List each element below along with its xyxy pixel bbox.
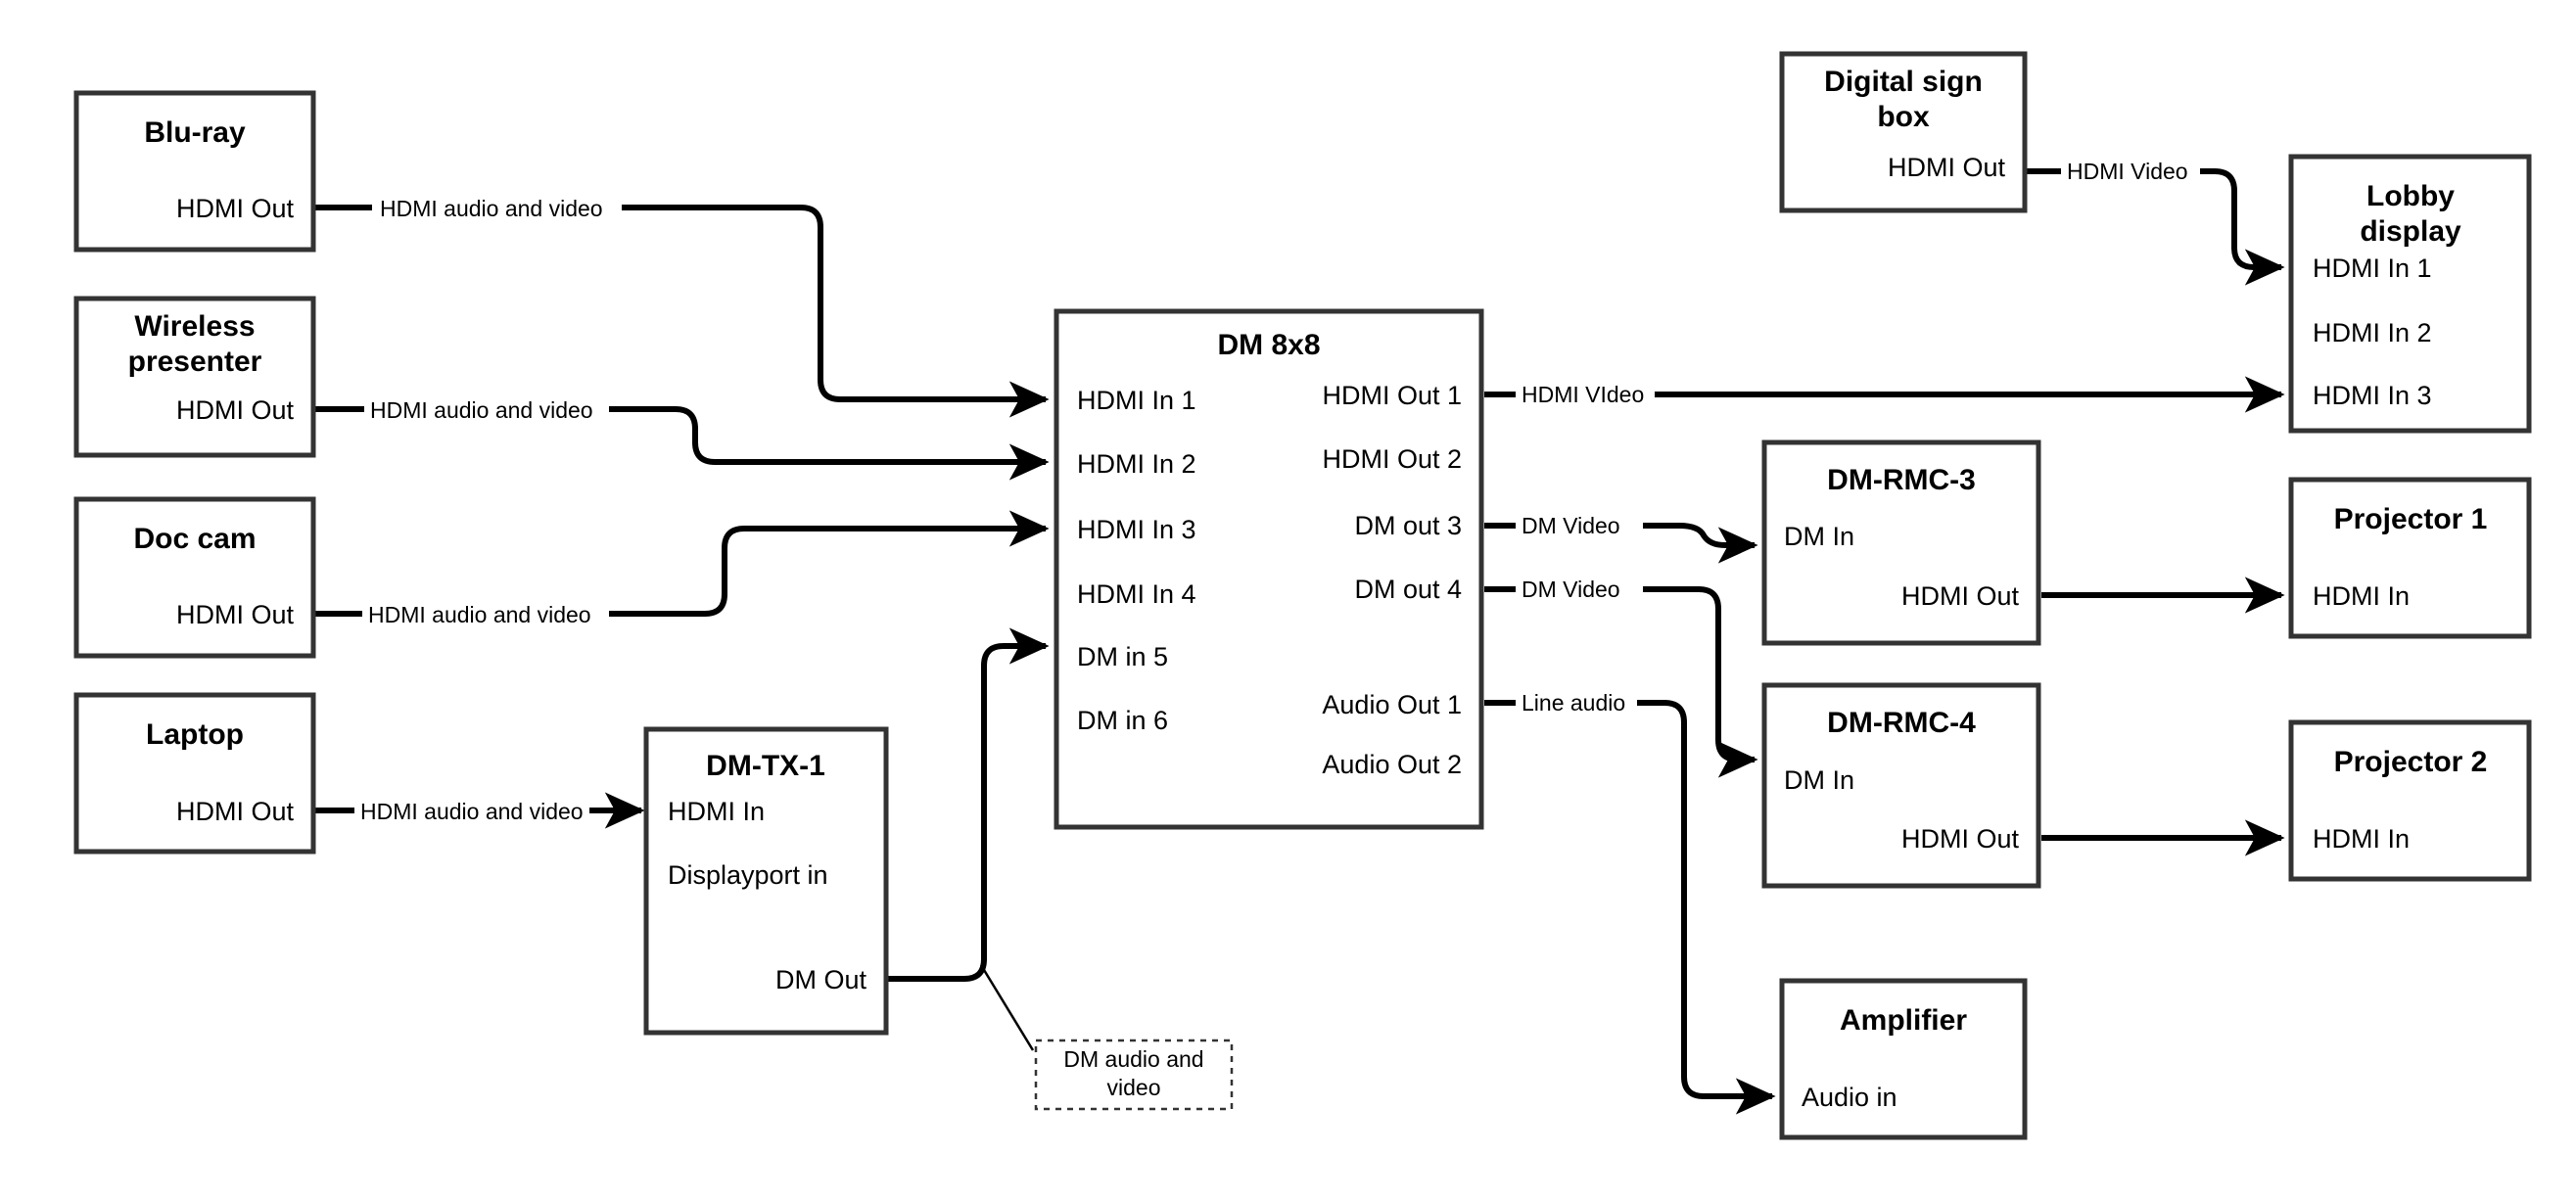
node-dm-8x8-output-hdmi-out-1: HDMI Out 1 xyxy=(1322,381,1462,410)
node-wireless-presenter-box xyxy=(73,296,316,458)
node-dm-rmc-3-port-dm-in: DM In xyxy=(1784,522,1854,551)
node-dm-rmc-4-port-hdmi-out: HDMI Out xyxy=(1901,824,2020,854)
node-dm-tx-1-box xyxy=(643,726,889,1036)
node-lobby-display-input-hdmi-in-1: HDMI In 1 xyxy=(2313,254,2432,283)
node-dm-rmc-4-title: DM-RMC-4 xyxy=(1827,707,1976,739)
node-projector-2-port-hdmi-in: HDMI In xyxy=(2313,824,2410,854)
node-lobby-display-title-line1: Lobby xyxy=(2366,180,2455,212)
wire-doccam-to-dm-hdmi-in-3 xyxy=(315,529,1046,617)
node-amplifier-port-audio-in: Audio in xyxy=(1802,1083,1897,1112)
node-lobby-display[interactable]: Lobby display HDMI In 1 HDMI In 2 HDMI I… xyxy=(2288,154,2532,434)
node-laptop-port-hdmi-out: HDMI Out xyxy=(176,797,295,826)
node-laptop-box xyxy=(73,692,316,855)
node-digital-sign-box-port-hdmi-out: HDMI Out xyxy=(1888,153,2006,182)
node-laptop[interactable]: Laptop HDMI Out xyxy=(73,692,316,855)
node-projector-1-port-hdmi-in: HDMI In xyxy=(2313,581,2410,611)
node-dm-8x8-output-hdmi-out-2: HDMI Out 2 xyxy=(1322,444,1462,474)
node-dm-rmc-4-box xyxy=(1761,682,2041,889)
node-dm-rmc-3[interactable]: DM-RMC-3 DM In HDMI Out xyxy=(1761,439,2041,646)
node-dm-8x8-output-audio-out-1: Audio Out 1 xyxy=(1322,690,1462,719)
node-bluray-box xyxy=(73,90,316,253)
node-digital-sign-box[interactable]: Digital sign box HDMI Out xyxy=(1779,51,2028,213)
node-digital-sign-box-title-line2: box xyxy=(1877,101,1930,133)
node-digital-sign-box-box xyxy=(1779,51,2028,213)
node-dm-8x8-input-dm-in-6: DM in 6 xyxy=(1077,706,1168,735)
note-dm-audio-and-video-line2: video xyxy=(1107,1075,1161,1100)
node-dm-8x8-output-audio-out-2: Audio Out 2 xyxy=(1322,750,1462,779)
node-lobby-display-input-hdmi-in-3: HDMI In 3 xyxy=(2313,381,2432,410)
node-lobby-display-title-line2: display xyxy=(2360,215,2461,248)
node-dm-8x8-input-hdmi-in-2: HDMI In 2 xyxy=(1077,449,1196,479)
edge-label-dm-hdmiout1-to-lobby: HDMI VIdeo xyxy=(1522,382,1644,407)
edge-label-bluray-to-dm: HDMI audio and video xyxy=(380,196,603,221)
wire-dm-out-3-to-dmrmc3-dm-in xyxy=(1484,526,1755,545)
node-doc-cam-box xyxy=(73,496,316,659)
node-projector-2-title: Projector 2 xyxy=(2334,746,2488,778)
node-wireless-presenter-title-line2: presenter xyxy=(128,346,262,378)
node-dm-8x8-input-hdmi-in-1: HDMI In 1 xyxy=(1077,386,1196,415)
node-amplifier-box xyxy=(1779,978,2028,1140)
edge-label-doccam-to-dm: HDMI audio and video xyxy=(368,602,591,627)
node-dm-rmc-4[interactable]: DM-RMC-4 DM In HDMI Out xyxy=(1761,682,2041,889)
node-dm-8x8-output-dm-out-3: DM out 3 xyxy=(1354,511,1462,540)
wire-dm-audio-out-1-to-amplifier xyxy=(1484,700,1772,1096)
wire-dmtx1-to-dm-in-5 xyxy=(886,627,1050,982)
node-dm-rmc-3-box xyxy=(1761,439,2041,646)
node-projector-2-box xyxy=(2288,719,2532,882)
node-projector-1-title: Projector 1 xyxy=(2334,503,2488,535)
node-dm-8x8-input-hdmi-in-4: HDMI In 4 xyxy=(1077,579,1196,609)
node-dm-tx-1-port-dm-out: DM Out xyxy=(775,965,867,994)
edge-label-dm-out3-to-rmc3: DM Video xyxy=(1522,513,1620,538)
note-dm-audio-and-video-line1: DM audio and xyxy=(1063,1046,1203,1072)
node-wireless-presenter-title-line1: Wireless xyxy=(134,310,255,343)
edge-label-dm-out4-to-rmc4: DM Video xyxy=(1522,577,1620,602)
node-dm-tx-1-port-displayport-in: Displayport in xyxy=(668,860,828,890)
node-dm-8x8-box xyxy=(1054,308,1484,830)
wire-bluray-to-dm-hdmi-in-1 xyxy=(315,205,1046,399)
node-bluray-port-hdmi-out: HDMI Out xyxy=(176,194,295,223)
node-projector-1-box xyxy=(2288,477,2532,639)
node-bluray-title: Blu-ray xyxy=(144,116,246,149)
wire-digitalsign-to-lobby-hdmi-in-1 xyxy=(2027,168,2281,267)
node-digital-sign-box-title-line1: Digital sign xyxy=(1824,66,1983,98)
node-dm-tx-1[interactable]: DM-TX-1 HDMI In Displayport in DM Out xyxy=(643,726,889,1036)
node-dm-rmc-3-title: DM-RMC-3 xyxy=(1827,464,1976,496)
node-dm-tx-1-port-hdmi-in: HDMI In xyxy=(668,797,765,826)
node-dm-8x8[interactable]: DM 8x8 HDMI In 1 HDMI In 2 HDMI In 3 HDM… xyxy=(1054,308,1484,830)
node-dm-8x8-output-dm-out-4: DM out 4 xyxy=(1354,575,1462,604)
node-dm-8x8-input-dm-in-5: DM in 5 xyxy=(1077,642,1168,671)
node-wireless-presenter-port-hdmi-out: HDMI Out xyxy=(176,395,295,425)
node-dm-8x8-input-hdmi-in-3: HDMI In 3 xyxy=(1077,515,1196,544)
edge-label-wireless-to-dm: HDMI audio and video xyxy=(370,397,593,423)
node-bluray[interactable]: Blu-ray HDMI Out xyxy=(73,90,316,253)
node-dm-8x8-title: DM 8x8 xyxy=(1217,329,1320,361)
node-dm-rmc-3-port-hdmi-out: HDMI Out xyxy=(1901,581,2020,611)
node-dm-tx-1-title: DM-TX-1 xyxy=(706,750,825,782)
node-laptop-title: Laptop xyxy=(146,718,244,751)
edge-label-laptop-to-dmtx1: HDMI audio and video xyxy=(360,799,584,824)
note-dm-audio-and-video-box xyxy=(1034,1039,1234,1111)
node-dm-rmc-4-port-dm-in: DM In xyxy=(1784,765,1854,795)
leader-line-dm-audio-video-note xyxy=(979,964,1035,1051)
edge-label-dm-audio1-to-amp: Line audio xyxy=(1522,690,1625,716)
node-lobby-display-input-hdmi-in-2: HDMI In 2 xyxy=(2313,318,2432,347)
node-projector-1[interactable]: Projector 1 HDMI In xyxy=(2288,477,2532,639)
edge-label-sign-to-lobby: HDMI Video xyxy=(2067,159,2188,184)
node-amplifier-title: Amplifier xyxy=(1840,1004,1967,1037)
node-doc-cam-title: Doc cam xyxy=(133,523,256,555)
node-doc-cam-port-hdmi-out: HDMI Out xyxy=(176,600,295,629)
note-dm-audio-and-video: DM audio and video xyxy=(1034,1039,1234,1111)
node-lobby-display-box xyxy=(2288,154,2532,434)
node-doc-cam[interactable]: Doc cam HDMI Out xyxy=(73,496,316,659)
wire-wireless-to-dm-hdmi-in-2 xyxy=(315,406,1046,462)
node-wireless-presenter[interactable]: Wireless presenter HDMI Out xyxy=(73,296,316,458)
wire-dm-out-4-to-dmrmc4-dm-in xyxy=(1484,586,1755,760)
node-amplifier[interactable]: Amplifier Audio in xyxy=(1779,978,2028,1140)
node-projector-2[interactable]: Projector 2 HDMI In xyxy=(2288,719,2532,882)
